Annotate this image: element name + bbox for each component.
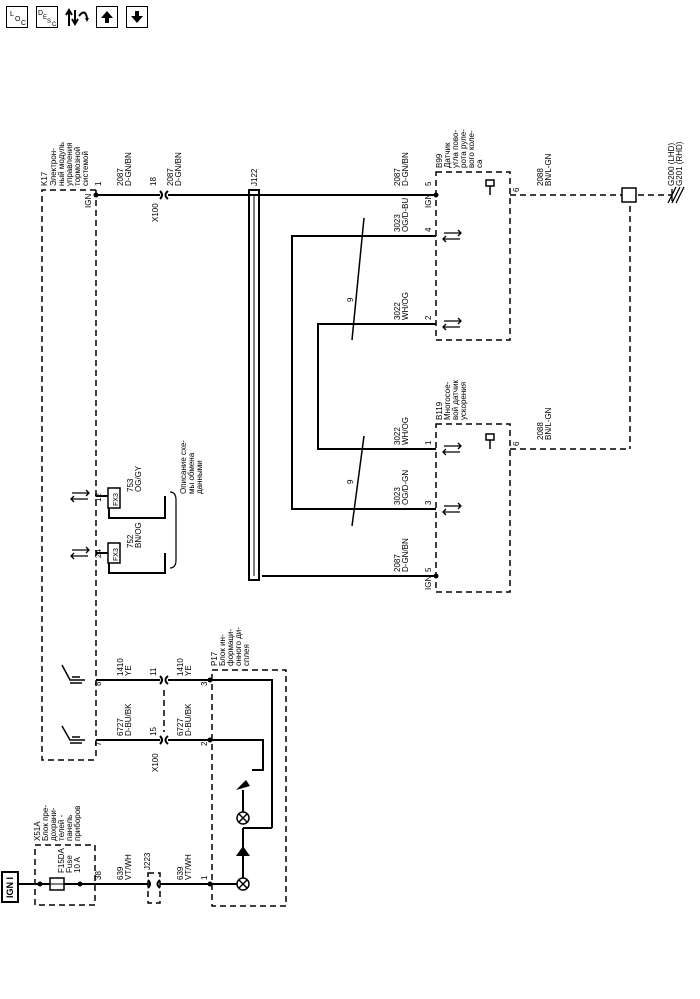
wire-752: 752BN/OG bbox=[126, 522, 143, 548]
wire-3023-1: 3023OG/D-BU bbox=[393, 198, 410, 232]
lamp-icons bbox=[236, 811, 250, 891]
brake-warning-icon bbox=[236, 846, 250, 856]
ign-box-label: IGN I bbox=[5, 877, 15, 898]
arrow-down-button[interactable] bbox=[126, 6, 148, 28]
svg-text:C: C bbox=[21, 20, 26, 27]
svg-text:S: S bbox=[47, 19, 51, 25]
p17-desc: P17 Блок ин- формаци- онного ди- сплея bbox=[210, 625, 251, 666]
wire-6727-1: 6727D-BU/BK bbox=[116, 703, 133, 736]
p17-pin2: 2 bbox=[200, 741, 209, 746]
signal-flow-icon bbox=[65, 8, 89, 26]
dashed-outlines bbox=[34, 171, 672, 907]
wire-3022-1: 3022WH/OG bbox=[393, 292, 410, 320]
twist-b: 9 bbox=[346, 479, 355, 484]
comm-note: Описание схе- мы обмена данными bbox=[179, 438, 204, 494]
ground-symbols bbox=[61, 664, 85, 744]
twisted-pair bbox=[351, 217, 365, 527]
wire-1410-1: 1410YE bbox=[116, 658, 133, 676]
wire-2088-1: 2088BN/L-GN bbox=[536, 153, 553, 186]
k17-desc: Электрон- ный модуль управления тормозно… bbox=[49, 140, 90, 186]
j223-label: J223 bbox=[143, 852, 152, 870]
k17-ref: K17 bbox=[40, 171, 49, 186]
wire-753: 753OG/GY bbox=[126, 465, 143, 492]
wire-2087-2: 2087D-GN/BN bbox=[166, 152, 183, 186]
wire-2088-2: 2088BN/L-GN bbox=[536, 407, 553, 440]
ground-splice bbox=[621, 186, 685, 204]
x51a-desc: X51A Блок пре- дохрани- телей - панель п… bbox=[33, 803, 82, 841]
b119-pin3: 3 bbox=[424, 500, 433, 505]
pin-dots bbox=[37, 192, 439, 887]
x100-top: X100 bbox=[151, 203, 160, 222]
ign-box: IGN I bbox=[1, 871, 19, 903]
b119-ign: IGN bbox=[424, 576, 433, 590]
pin-15: 15 bbox=[149, 727, 158, 736]
wire-3022-2: 3022WH/OG bbox=[393, 417, 410, 445]
arrow-down-icon bbox=[131, 11, 143, 23]
pin-18: 18 bbox=[149, 177, 158, 186]
wire-2087-3: 2087D-GN/BN bbox=[393, 152, 410, 186]
svg-text:K17: K17 bbox=[40, 171, 49, 186]
fx3-b: FX3 bbox=[113, 548, 120, 561]
svg-text:D: D bbox=[38, 10, 43, 17]
k17-ign: IGN bbox=[84, 194, 93, 208]
pin-11: 11 bbox=[149, 667, 158, 676]
svg-text:E: E bbox=[43, 15, 47, 21]
fuse-f15da bbox=[49, 877, 65, 891]
k17-pin7: 7 bbox=[94, 741, 103, 746]
fx3-a: FX3 bbox=[113, 493, 120, 506]
b119-desc: B119 Многосое- вой датчик ускорения bbox=[435, 378, 468, 420]
x100-connectors bbox=[147, 190, 169, 889]
x100-bottom: X100 bbox=[151, 753, 160, 772]
svg-text:C: C bbox=[52, 22, 57, 27]
b119-pin6: 6 bbox=[512, 441, 521, 446]
labels: K17 Электрон- ный модуль управления торм… bbox=[33, 127, 684, 880]
svg-text:O: O bbox=[15, 16, 21, 23]
wire-639-2: 639VT/WH bbox=[176, 854, 193, 880]
j122-splice bbox=[248, 189, 260, 581]
wire-6727-2: 6727D-BU/BK bbox=[176, 703, 193, 736]
skid-warning-icon bbox=[236, 780, 250, 790]
signal-flow-button[interactable] bbox=[64, 6, 92, 28]
sensor-symbols bbox=[485, 179, 495, 449]
twist-a: 9 bbox=[346, 297, 355, 302]
b99-pin2: 2 bbox=[424, 315, 433, 320]
arrow-up-button[interactable] bbox=[96, 6, 118, 28]
wiring-diagram-svg: IGN I bbox=[1, 127, 685, 907]
arrow-up-icon bbox=[101, 11, 113, 23]
fuse-label: F15DA Fuse 10 A bbox=[57, 846, 82, 873]
k17-pin1: 1 bbox=[94, 181, 103, 186]
fx3-boxes bbox=[107, 487, 121, 564]
b99-pin4: 4 bbox=[424, 227, 433, 232]
ground-label: G200 (LHD)G201 (RHD) bbox=[667, 141, 684, 186]
locator-icon: LOC bbox=[10, 11, 26, 27]
wire-3023-2: 3023OG/D-GN bbox=[393, 470, 410, 505]
comm-bracket bbox=[169, 491, 177, 569]
b119-pin1: 1 bbox=[424, 440, 433, 445]
p17-pin1: 1 bbox=[200, 875, 209, 880]
k17-pin8: 8 bbox=[94, 681, 103, 686]
k17-pin24: 24 bbox=[94, 549, 103, 558]
svg-text:L: L bbox=[10, 11, 14, 18]
p17-pin3: 3 bbox=[200, 681, 209, 686]
b99-desc: B99 Датчик угла пово- рота руле- вого ко… bbox=[435, 127, 484, 168]
k17-pin12: 12 bbox=[94, 493, 103, 502]
wiring-diagram: IGN I bbox=[0, 40, 700, 994]
b99-pin6: 6 bbox=[512, 187, 521, 192]
data-arrows bbox=[70, 229, 462, 560]
fuse-pin: 38 bbox=[94, 871, 103, 880]
b99-pin5: 5 bbox=[424, 181, 433, 186]
wire-2087-1: 2087D-GN/BN bbox=[116, 152, 133, 186]
wires bbox=[10, 194, 436, 885]
wire-1410-2: 1410YE bbox=[176, 658, 193, 676]
wire-639-1: 639VT/WH bbox=[116, 854, 133, 880]
b99-ign: IGN bbox=[424, 194, 433, 208]
j122-label: J122 bbox=[250, 168, 259, 186]
b119-pin5: 5 bbox=[424, 567, 433, 572]
warning-icons bbox=[236, 780, 250, 856]
wire-2087-4: 2087D-GN/BN bbox=[393, 538, 410, 572]
